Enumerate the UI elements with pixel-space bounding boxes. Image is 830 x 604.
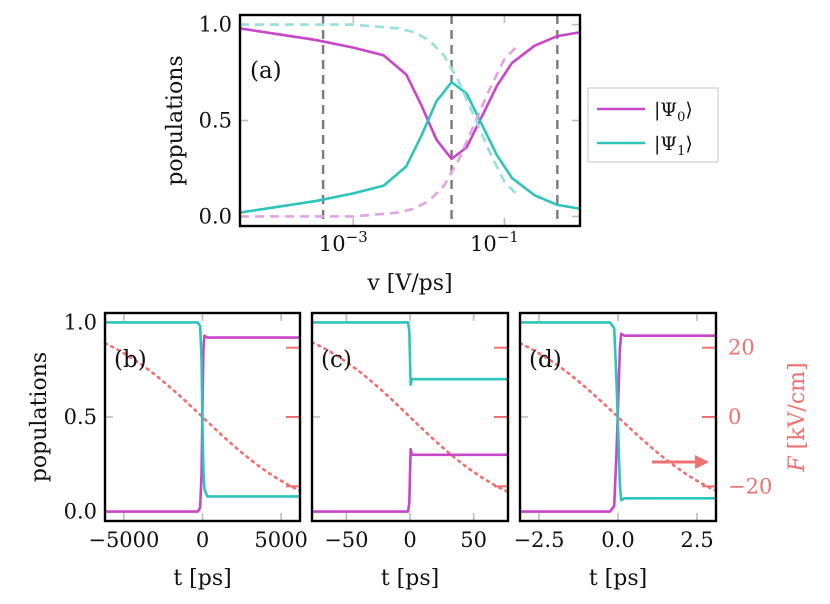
field-curve [518, 341, 718, 493]
x-axis-label: t [ps] [381, 566, 439, 591]
plot-frame [518, 311, 718, 523]
panel-b: 0.0 0.5 1.0 −5000 0 5000 (b) t [ps] populations [27, 310, 308, 591]
legend-label-end: ⟩ [685, 99, 692, 121]
legend-label-psi1: |Ψ1⟩ [654, 133, 693, 159]
series-psi1_adiabatic [240, 23, 521, 199]
legend-box [587, 87, 719, 163]
arrow-head-icon [695, 455, 709, 469]
series-psi0 [239, 27, 581, 161]
x-tick-label: 10−3 [319, 228, 368, 256]
legend-label-sub: 1 [677, 144, 685, 159]
x-axis-label: v [V/ps] [366, 271, 452, 296]
legend-label-psi0: |Ψ0⟩ [654, 99, 693, 125]
series-psi0 [312, 447, 508, 513]
panel-label: (c) [321, 347, 352, 373]
x-tick-label: −50 [324, 528, 368, 552]
field-curve [310, 340, 510, 494]
series-psi1 [520, 321, 716, 502]
x-tick-label: 2.5 [680, 528, 713, 552]
right-axis-label: F [kV/cm] [785, 362, 810, 472]
right-tick-label: −20 [728, 474, 772, 498]
legend-label-main: |Ψ [654, 99, 677, 121]
legend: |Ψ0⟩|Ψ1⟩ [587, 87, 719, 163]
x-axis-label: t [ps] [173, 566, 231, 591]
panel-label: (b) [114, 347, 147, 373]
series-psi0_adiabatic [240, 42, 521, 218]
legend-label-end: ⟩ [685, 133, 692, 155]
y-tick-label: 1.0 [64, 310, 97, 334]
right-axis-label-symbol: F [785, 456, 810, 473]
x-tick-label: 5000 [254, 528, 307, 552]
series-psi1 [105, 321, 300, 498]
x-tick-label: −2.5 [513, 528, 564, 552]
x-axis-label-text: t [ps] [381, 566, 439, 591]
right-axis-label-unit: [kV/cm] [785, 362, 810, 456]
panel-label: (d) [529, 347, 562, 373]
y-tick-label: 0.5 [64, 405, 97, 429]
y-tick-label: 0.0 [199, 204, 232, 228]
x-tick-label: 0 [196, 528, 209, 552]
x-tick-exponent: −3 [346, 228, 368, 246]
plot-frame [310, 311, 510, 523]
series-psi1 [239, 80, 581, 214]
x-tick-label: 10−1 [470, 228, 519, 256]
legend-label-sub: 0 [677, 110, 685, 125]
x-tick-label: 0 [403, 528, 416, 552]
x-axis-label: t [ps] [589, 566, 647, 591]
y-axis-label: populations [27, 352, 52, 482]
x-tick-label: 50 [460, 528, 487, 552]
x-tick-label: −5000 [88, 528, 159, 552]
x-tick-base: 10 [319, 232, 346, 256]
x-tick-label: 0.0 [601, 528, 634, 552]
y-axis-label: populations [163, 55, 188, 185]
panel-d: −2.5 0.0 2.5 (d) t [ps] 20 0 −20 F [kV/cm] [513, 311, 810, 591]
y-tick-label: 1.0 [199, 13, 232, 37]
x-axis-label-text: t [ps] [173, 566, 231, 591]
y-tick-label: 0.5 [199, 109, 232, 133]
y-tick-label: 0.0 [64, 500, 97, 524]
plot-frame [103, 311, 302, 523]
x-tick-exponent: −1 [497, 228, 519, 246]
right-tick-label: 20 [728, 336, 755, 360]
panel-label: (a) [250, 58, 282, 84]
x-tick-base: 10 [470, 232, 497, 256]
x-axis-label-text: v [V/ps] [366, 271, 452, 296]
panel-c: −50 0 50 (c) t [ps] [310, 311, 510, 591]
field-curve [103, 341, 302, 493]
right-tick-label: 0 [728, 405, 741, 429]
legend-label-main: |Ψ [654, 133, 677, 155]
series-psi1 [312, 321, 508, 387]
x-axis-label-text: t [ps] [589, 566, 647, 591]
plot-frame [238, 13, 582, 228]
